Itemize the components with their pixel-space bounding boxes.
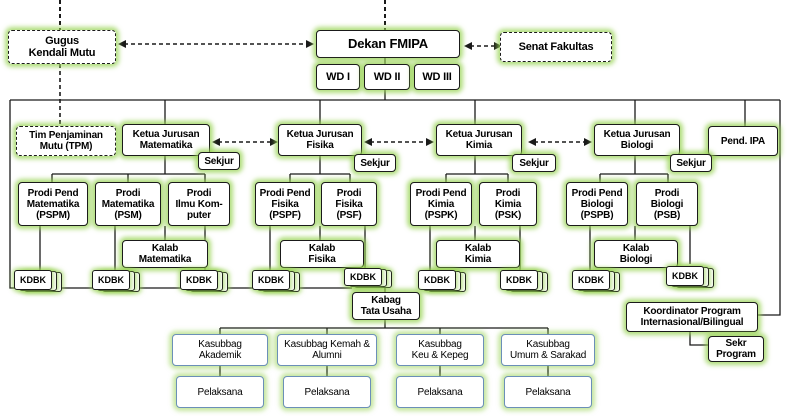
pend-ipa-box: Pend. IPA bbox=[708, 126, 778, 156]
kdbk-matematika-2-stack: KDBK bbox=[92, 270, 146, 296]
dekan-box: Dekan FMIPA bbox=[316, 30, 460, 58]
koordinator-program-box: Koordinator Program Internasional/Biling… bbox=[626, 302, 758, 332]
kdbk-label: KDBK bbox=[506, 275, 532, 285]
kabag-tata-usaha-box: Kabag Tata Usaha bbox=[352, 292, 420, 320]
kalab-kimia-box: Kalab Kimia bbox=[436, 240, 520, 268]
prodi-pspk-box: Prodi Pend Kimia (PSPK) bbox=[410, 182, 472, 226]
kdbk-label: KDBK bbox=[98, 275, 124, 285]
kdbk-biologi-1-stack: KDBK bbox=[572, 270, 626, 296]
kdbk-label: KDBK bbox=[350, 272, 376, 282]
kdbk-fisika-2-stack: KDBK bbox=[344, 268, 398, 290]
kasubbag-kemah-alumni-box: Kasubbag Kemah & Alumni bbox=[277, 334, 377, 366]
kdbk-matematika-3-stack: KDBK bbox=[180, 270, 234, 296]
prodi-psk-box: Prodi Kimia (PSK) bbox=[479, 182, 537, 226]
wd1-box: WD I bbox=[316, 64, 360, 90]
wd3-box: WD III bbox=[414, 64, 460, 90]
kdbk-fisika-1-stack: KDBK bbox=[252, 270, 306, 296]
ketua-jurusan-kimia-box: Ketua Jurusan Kimia bbox=[436, 124, 522, 156]
kasubbag-umum-sarakad-box: Kasubbag Umum & Sarakad bbox=[501, 334, 595, 366]
kdbk-matematika-1-stack: KDBK bbox=[14, 270, 68, 296]
prodi-ilmu-komputer-box: Prodi Ilmu Kom- puter bbox=[168, 182, 230, 226]
prodi-psm-box: Prodi Matematika (PSM) bbox=[95, 182, 161, 226]
kdbk-label: KDBK bbox=[20, 275, 46, 285]
kdbk-kimia-1-stack: KDBK bbox=[418, 270, 472, 296]
ketua-jurusan-fisika-box: Ketua Jurusan Fisika bbox=[278, 124, 362, 156]
sekr-program-box: Sekr Program bbox=[708, 336, 764, 362]
kalab-fisika-box: Kalab Fisika bbox=[280, 240, 364, 268]
pelaksana-kemah-box: Pelaksana bbox=[283, 376, 371, 408]
kalab-matematika-box: Kalab Matematika bbox=[122, 240, 208, 268]
prodi-pspm-box: Prodi Pend Matematika (PSPM) bbox=[18, 182, 88, 226]
ketua-jurusan-matematika-box: Ketua Jurusan Matematika bbox=[122, 124, 210, 156]
kasubbag-keu-kepeg-box: Kasubbag Keu & Kepeg bbox=[396, 334, 484, 366]
kdbk-label: KDBK bbox=[672, 271, 698, 281]
pelaksana-keu-box: Pelaksana bbox=[396, 376, 484, 408]
wd2-box: WD II bbox=[364, 64, 410, 90]
sekjur-matematika-box: Sekjur bbox=[198, 152, 240, 170]
pelaksana-akademik-box: Pelaksana bbox=[176, 376, 264, 408]
prodi-psb-box: Prodi Biologi (PSB) bbox=[636, 182, 698, 226]
sekjur-fisika-box: Sekjur bbox=[354, 154, 396, 172]
kdbk-kimia-2-stack: KDBK bbox=[500, 270, 554, 296]
gugus-kendali-mutu-box: Gugus Kendali Mutu bbox=[8, 30, 116, 64]
tpm-box: Tim Penjaminan Mutu (TPM) bbox=[16, 126, 116, 156]
prodi-pspf-box: Prodi Pend Fisika (PSPF) bbox=[255, 182, 315, 226]
senat-fakultas-box: Senat Fakultas bbox=[500, 32, 612, 62]
prodi-psf-box: Prodi Fisika (PSF) bbox=[321, 182, 377, 226]
kalab-biologi-box: Kalab Biologi bbox=[594, 240, 678, 268]
prodi-pspb-box: Prodi Pend Biologi (PSPB) bbox=[566, 182, 628, 226]
kasubbag-akademik-box: Kasubbag Akademik bbox=[172, 334, 268, 366]
sekjur-biologi-box: Sekjur bbox=[670, 154, 712, 172]
sekjur-kimia-box: Sekjur bbox=[512, 154, 556, 172]
ketua-jurusan-biologi-box: Ketua Jurusan Biologi bbox=[594, 124, 680, 156]
kdbk-biologi-2-stack: KDBK bbox=[666, 266, 720, 292]
kdbk-label: KDBK bbox=[578, 275, 604, 285]
pelaksana-umum-box: Pelaksana bbox=[504, 376, 592, 408]
kdbk-label: KDBK bbox=[424, 275, 450, 285]
kdbk-label: KDBK bbox=[186, 275, 212, 285]
kdbk-label: KDBK bbox=[258, 275, 284, 285]
